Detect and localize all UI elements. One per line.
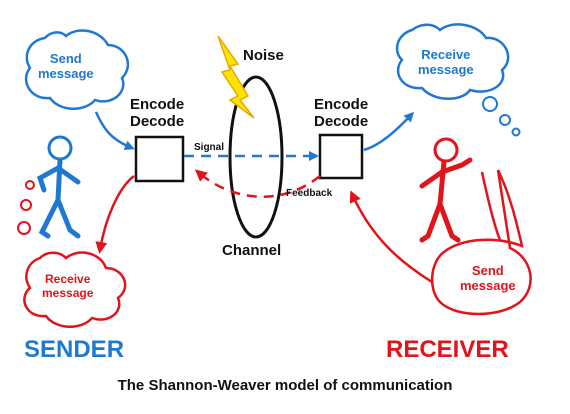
- feedback-label: Feedback: [286, 188, 333, 199]
- stick-figure-sender: [36, 135, 81, 239]
- thought-dot: [17, 221, 31, 235]
- feedback-arrow: [194, 169, 321, 198]
- receiver-send-bubble-text: Send message: [460, 263, 516, 294]
- box-label-line: Decode: [130, 113, 185, 131]
- decoder-to-receive-arrow: [363, 111, 415, 152]
- sender-title: SENDER: [24, 336, 125, 363]
- bubble-line: Receive: [421, 47, 471, 62]
- signal-label: Signal: [194, 142, 225, 153]
- bubble-line: Send: [471, 263, 504, 278]
- bubble-line: message: [38, 65, 94, 81]
- stick-figure-receiver: [419, 137, 473, 243]
- thought-dot: [511, 127, 521, 137]
- noise-label: Noise: [243, 47, 284, 64]
- box-label-line: Encode: [130, 96, 185, 113]
- encoder-to-receive-arrow: [95, 175, 135, 254]
- right-box-label: Encode Decode: [314, 96, 368, 131]
- thought-dot: [499, 114, 511, 126]
- send-to-encoder-red-arrow: [349, 190, 433, 284]
- left-encode-decode-box: [134, 135, 185, 183]
- box-label-line: Decode: [314, 113, 369, 131]
- thought-dot: [25, 180, 35, 190]
- sender-receive-bubble: [23, 251, 127, 328]
- left-box-label: Encode Decode: [130, 96, 184, 131]
- channel-ellipse: [228, 75, 284, 239]
- receiver-receive-bubble-text: Receive message: [418, 47, 474, 78]
- right-encode-decode-box: [318, 133, 364, 180]
- bubble-line: message: [460, 277, 516, 293]
- bubble-line: Receive: [45, 272, 91, 286]
- bubble-line: Send: [49, 51, 82, 66]
- receiver-send-bubble: [431, 169, 532, 316]
- send-to-encoder-arrow: [94, 111, 135, 151]
- bubble-line: message: [42, 285, 94, 300]
- bubble-line: message: [418, 61, 474, 77]
- thought-dot: [482, 96, 498, 112]
- speech-tail: [480, 171, 502, 241]
- sender-send-bubble-text: Send message: [38, 51, 94, 82]
- sender-send-bubble: [24, 29, 130, 110]
- receiver-receive-bubble: [395, 23, 510, 100]
- sender-receive-bubble-text: Receive message: [42, 272, 94, 301]
- box-label-line: Encode: [314, 96, 369, 113]
- diagram-caption: The Shannon-Weaver model of communicatio…: [117, 377, 453, 394]
- receiver-title: RECEIVER: [386, 336, 509, 363]
- channel-label: Channel: [222, 242, 282, 259]
- lightning-bolt-icon: [217, 35, 255, 119]
- thought-dot: [20, 199, 32, 211]
